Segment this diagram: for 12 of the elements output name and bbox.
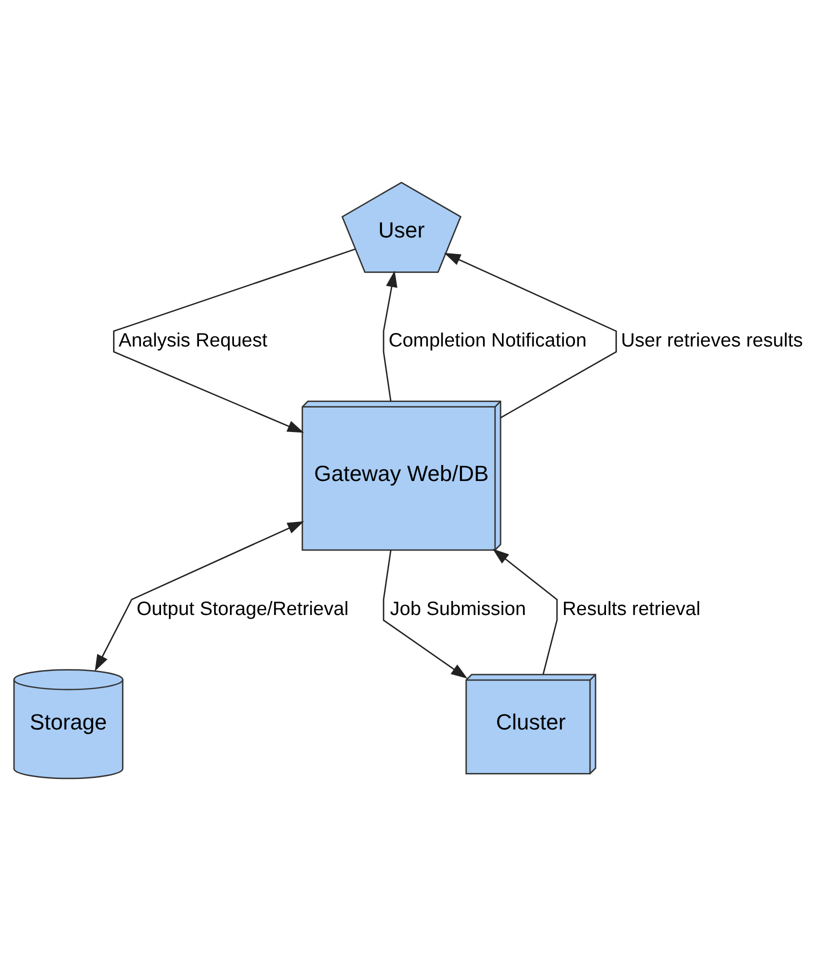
edge-label: Job Submission [390,598,526,620]
edge-label: Results retrieval [562,598,700,620]
arrow [492,548,558,674]
arrow [382,270,398,401]
edge-label: Output Storage/Retrieval [136,598,348,620]
arrow [444,252,617,418]
arrow [382,550,468,678]
arrow [94,520,304,671]
edge-label: User retrieves results [620,330,803,352]
edge-label: Analysis Request [118,330,268,352]
arrow [113,248,356,432]
edge-label: Completion Notification [388,330,587,352]
